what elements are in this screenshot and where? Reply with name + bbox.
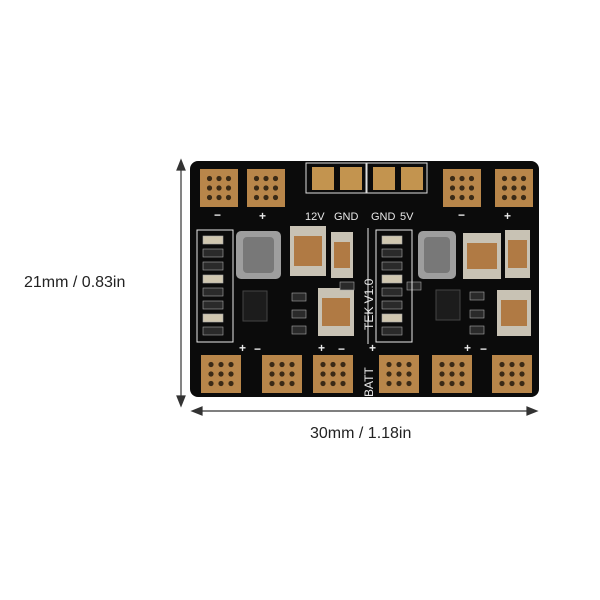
svg-text:−: −	[480, 342, 487, 356]
pad-holes	[206, 175, 527, 387]
height-dimension-line	[176, 158, 186, 408]
label-gnd-left: GND	[334, 211, 359, 223]
pad-group-top-left	[200, 169, 285, 207]
svg-text:+: +	[369, 341, 376, 355]
label-5v: 5V	[400, 211, 414, 223]
svg-text:−: −	[254, 342, 261, 356]
svg-text:−: −	[458, 208, 465, 222]
svg-text:+: +	[239, 341, 246, 355]
svg-text:−: −	[338, 342, 345, 356]
top-solder-pads	[312, 167, 423, 190]
height-dimension-label: 21mm / 0.83in	[24, 274, 126, 291]
svg-text:−: −	[214, 208, 221, 222]
label-batt: BATT	[362, 367, 376, 397]
width-dimension-label: 30mm / 1.18in	[310, 425, 412, 442]
regulator-chips	[242, 289, 461, 322]
svg-text:+: +	[504, 209, 511, 223]
svg-text:+: +	[464, 341, 471, 355]
svg-text:+: +	[259, 209, 266, 223]
label-12v: 12V	[305, 211, 325, 223]
inductor-left	[236, 231, 281, 279]
label-model: TEK V1.0	[362, 278, 376, 330]
width-dimension-line	[190, 406, 539, 416]
svg-text:+: +	[318, 341, 325, 355]
capacitors	[290, 226, 531, 336]
inductor-right	[418, 231, 456, 279]
label-gnd-right: GND	[371, 211, 396, 223]
pcb-board: − + − + + − + − + + −	[190, 161, 539, 397]
smd-components	[202, 235, 485, 336]
